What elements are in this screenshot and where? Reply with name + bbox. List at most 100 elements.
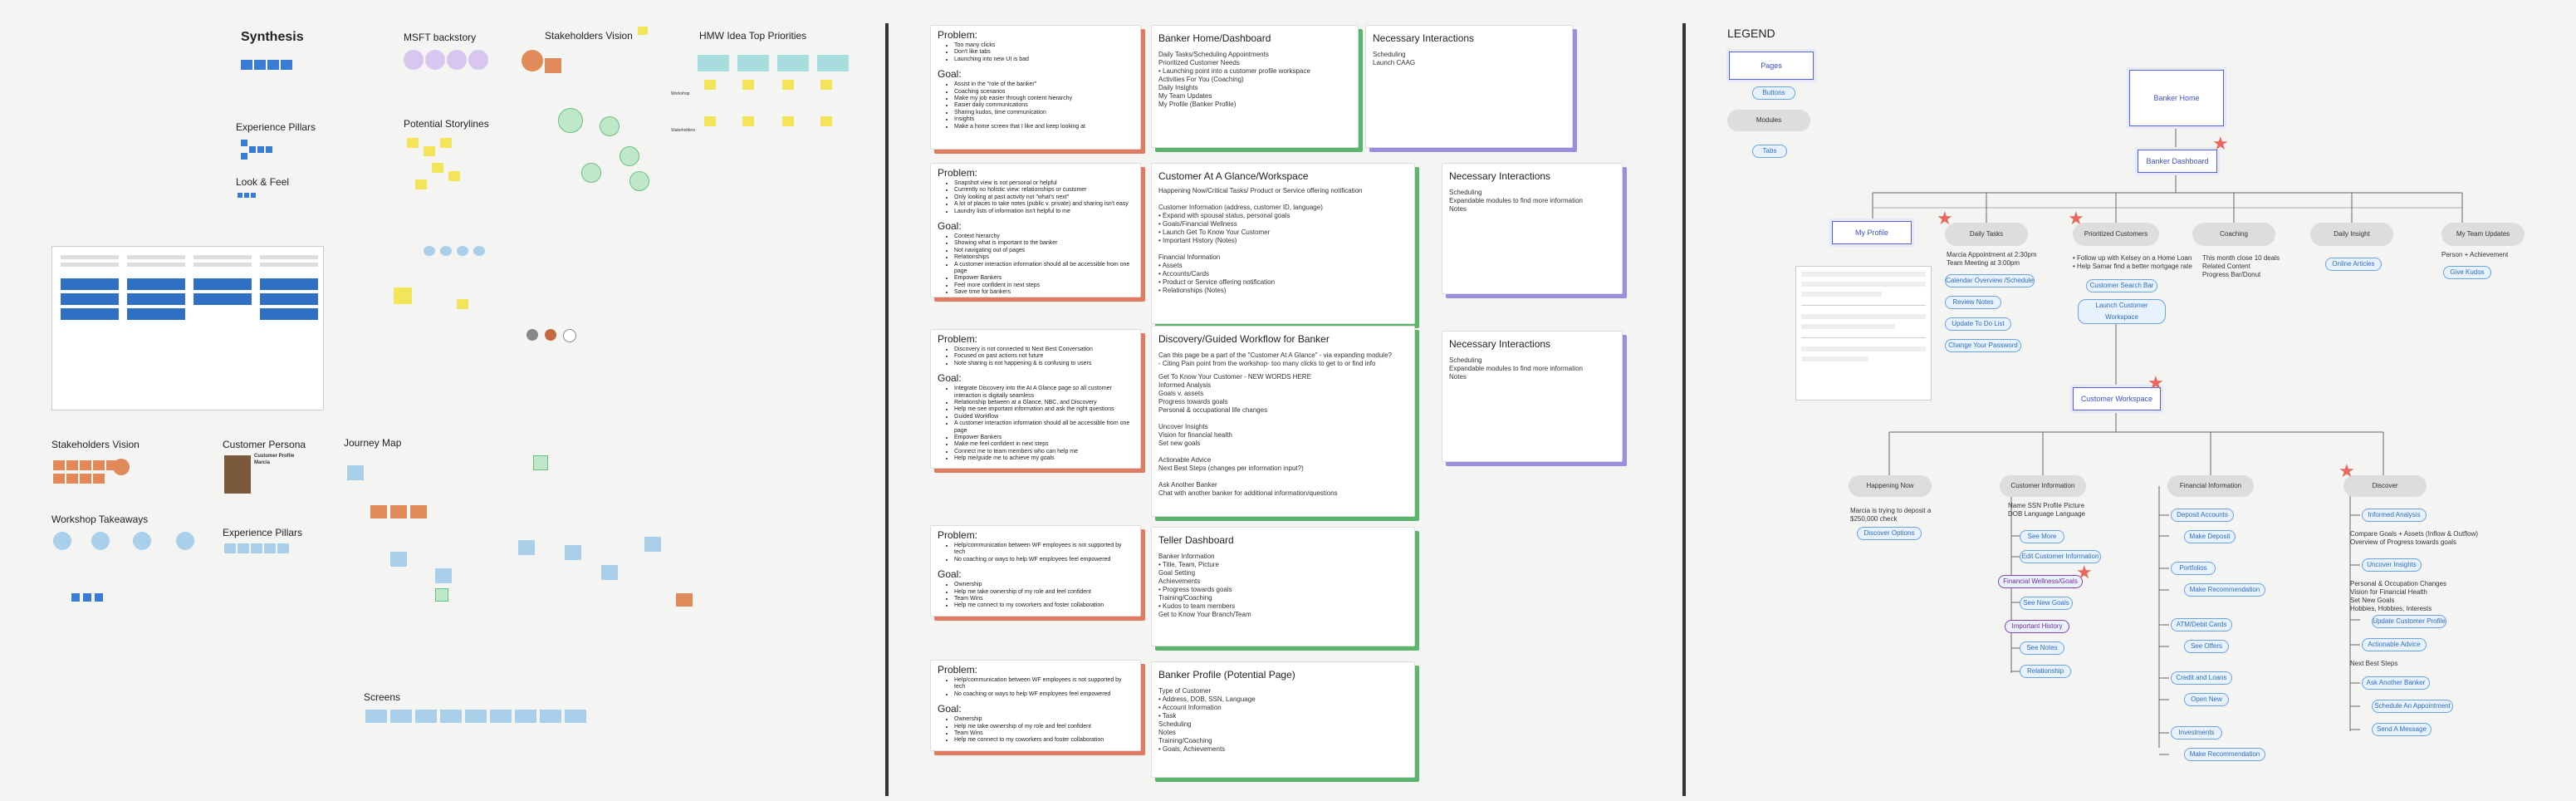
sticky-note — [93, 474, 105, 484]
screen-thumb — [465, 710, 487, 723]
sticky-note — [224, 543, 236, 553]
update-todo-button[interactable]: Update To Do List — [1945, 317, 2011, 331]
legend-title: LEGEND — [1727, 27, 1775, 40]
see-notes-button[interactable]: See Notes — [2020, 641, 2064, 655]
banker-home-page[interactable]: Banker Home — [2129, 70, 2224, 126]
deposit-accounts-tab[interactable]: Deposit Accounts — [2171, 509, 2234, 522]
persona-name: Customer Profile Marcia — [254, 454, 295, 465]
customer-workspace-page[interactable]: Customer Workspace — [2073, 387, 2161, 410]
send-message-button[interactable]: Send A Message — [2372, 723, 2432, 736]
schedule-appointment-button[interactable]: Schedule An Appointment — [2372, 700, 2453, 713]
card-body: Scheduling Expandable modules to find mo… — [1449, 189, 1583, 213]
list-item: Not navigating out of pages — [954, 248, 1134, 254]
sticky-note — [457, 299, 468, 309]
doc-column — [127, 252, 185, 401]
problem-list: Help/communication between WF employees … — [938, 677, 1134, 698]
sticky-note — [742, 116, 754, 126]
necessary-interactions-card: Necessary Interactions Scheduling Expand… — [1442, 163, 1623, 294]
doc-column — [61, 252, 119, 401]
sticky-note — [415, 179, 427, 189]
sticky-note — [410, 505, 427, 518]
investments-tab[interactable]: Investments — [2171, 726, 2222, 740]
calendar-overview-button[interactable]: Calendar Overview /Schedule — [1945, 274, 2035, 287]
star-icon: ★ — [2076, 562, 2093, 582]
goal-list: Ownership Help me take ownership of my r… — [938, 716, 1134, 744]
edit-customer-button[interactable]: Edit Customer Information — [2020, 550, 2101, 563]
my-profile-page[interactable]: My Profile — [1832, 221, 1912, 244]
credit-loans-tab[interactable]: Credit and Loans — [2171, 671, 2232, 685]
update-profile-button[interactable]: Update Customer Profile — [2372, 615, 2446, 628]
sticky-note — [704, 116, 716, 126]
relationship-button[interactable]: Relationship — [2020, 665, 2071, 678]
experience-pillars-title-2: Experience Pillars — [223, 527, 303, 538]
launch-workspace-button[interactable]: Launch Customer Workspace — [2078, 299, 2166, 324]
sticky-note — [133, 532, 151, 550]
discover-options-button[interactable]: Discover Options — [1857, 527, 1922, 540]
banker-home-card: Banker Home/Dashboard Daily Tasks/Schedu… — [1151, 25, 1359, 148]
informed-analysis-tab[interactable]: Informed Analysis — [2362, 509, 2427, 522]
list-item: Make my job easier through content hiera… — [954, 96, 1134, 102]
financial-information-module: Financial Information — [2167, 475, 2254, 497]
hmw-row-label: Stakeholders — [671, 128, 696, 133]
portfolios-tab[interactable]: Portfolios — [2171, 562, 2216, 575]
open-new-button[interactable]: Open New — [2184, 693, 2229, 706]
star-icon: ★ — [2147, 372, 2164, 393]
list-item: Team Wins — [954, 596, 1134, 602]
financial-wellness-tab[interactable]: Financial Wellness/Goals — [1998, 575, 2083, 588]
sticky-note — [638, 27, 648, 35]
list-item: Help me connect to my coworkers and fost… — [954, 602, 1134, 609]
sticky-note — [704, 80, 716, 90]
problem-goal-card: Problem: Help/communication between WF e… — [930, 660, 1141, 751]
see-offers-button[interactable]: See Offers — [2184, 640, 2229, 653]
screen-thumb — [490, 710, 512, 723]
sticky-note — [522, 50, 543, 71]
necessary-interactions-card: Necessary Interactions Scheduling Launch… — [1365, 25, 1573, 148]
customer-search-button[interactable]: Customer Search Bar — [2086, 279, 2157, 292]
sticky-note — [742, 80, 754, 90]
make-recommendation-button[interactable]: Make Recommendation — [2184, 748, 2265, 761]
actionable-advice-tab[interactable]: Actionable Advice — [2362, 638, 2427, 651]
sticky-note — [777, 55, 809, 71]
sticky-note — [698, 55, 729, 71]
list-item: Help/communication between WF employees … — [954, 543, 1134, 557]
see-new-goals-button[interactable]: See New Goals — [2020, 597, 2073, 610]
sticky-note — [241, 153, 247, 160]
my-team-updates-module: My Team Updates — [2441, 223, 2525, 246]
list-item: Laundry lists of information isn't helpf… — [954, 209, 1134, 215]
see-more-button[interactable]: See More — [2020, 530, 2064, 543]
sticky-note — [440, 246, 452, 256]
problem-goal-card: Problem: Too many clicks Don't like tabs… — [930, 25, 1141, 150]
list-item: Empower Bankers — [954, 275, 1134, 282]
make-deposit-button[interactable]: Make Deposit — [2184, 530, 2236, 543]
discover-module: Discover — [2343, 475, 2427, 497]
list-item: Coaching scenarios — [954, 89, 1134, 96]
list-item: Guided Workflow — [954, 414, 1134, 420]
review-notes-button[interactable]: Review Notes — [1945, 296, 2001, 309]
star-icon: ★ — [2212, 133, 2229, 154]
goal-heading: Goal: — [938, 219, 962, 232]
uncover-insights-tab[interactable]: Uncover Insights — [2362, 558, 2422, 572]
ask-another-banker-tab[interactable]: Ask Another Banker — [2362, 676, 2430, 690]
give-kudos-button[interactable]: Give Kudos — [2443, 266, 2491, 279]
happening-now-module: Happening Now — [1849, 475, 1932, 497]
sticky-note — [468, 50, 488, 70]
sticky-note — [447, 50, 467, 70]
atm-cards-tab[interactable]: ATM/Debit Cards — [2171, 618, 2232, 631]
online-articles-button[interactable]: Online Articles — [2325, 258, 2382, 271]
list-item: Feel more confident in next steps — [954, 283, 1134, 289]
screen-thumb — [540, 710, 561, 723]
sticky-note — [254, 60, 266, 70]
important-history-tab[interactable]: Important History — [2005, 620, 2069, 633]
list-item: Team Wins — [954, 730, 1134, 737]
make-recommendation-button[interactable]: Make Recommendation — [2184, 583, 2265, 597]
list-item: Integrate Discovery into the At A Glance… — [954, 386, 1134, 400]
card-body: Can this page be a part of the "Customer… — [1158, 351, 1392, 367]
banker-dashboard-page[interactable]: Banker Dashboard — [2138, 150, 2217, 173]
sticky-note — [80, 460, 91, 470]
change-password-button[interactable]: Change Your Password — [1945, 339, 2021, 352]
persona-photo — [224, 455, 251, 494]
hmw-grid — [696, 53, 854, 145]
sticky-note — [435, 588, 448, 602]
list-item: Only looking at past activity not "what'… — [954, 194, 1134, 201]
sticky-note — [404, 50, 424, 70]
